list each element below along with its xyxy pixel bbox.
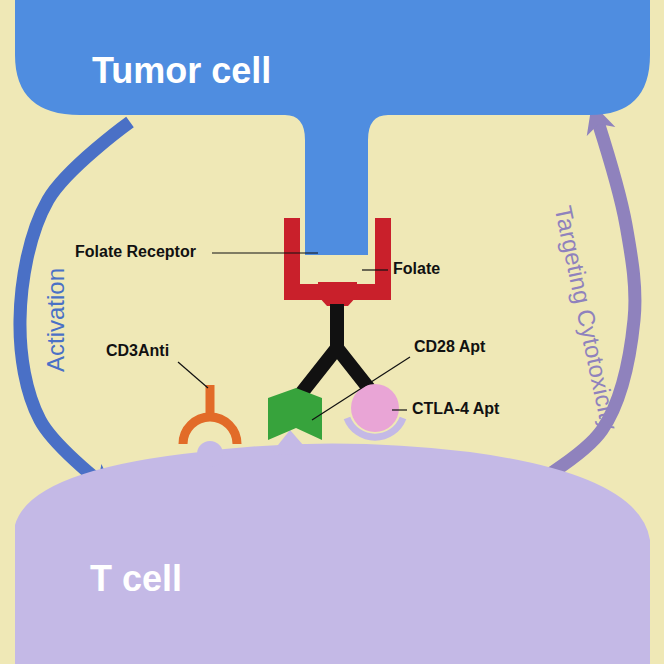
ctla4-aptamer bbox=[351, 384, 399, 432]
cd28-aptamer bbox=[268, 388, 322, 440]
cell-outline bbox=[0, 430, 664, 664]
aptamer-label: CTLA-4 Apt bbox=[412, 400, 499, 418]
aptamer-label: CD28 Apt bbox=[414, 338, 485, 356]
leader-lines bbox=[178, 253, 410, 420]
receptor-label: Folate Receptor bbox=[75, 243, 196, 261]
cycle-arrow bbox=[520, 122, 635, 492]
cell-body bbox=[15, 444, 650, 664]
arrow-label: Activation bbox=[42, 268, 70, 372]
antibody-label: CD3Anti bbox=[106, 342, 169, 360]
cycle-arrow bbox=[20, 122, 130, 482]
ligand-label: Folate bbox=[393, 260, 440, 278]
cell-label: Tumor cell bbox=[92, 50, 271, 92]
cell-label: T cell bbox=[90, 558, 182, 600]
cd3-antibody bbox=[206, 385, 215, 414]
arrow-label: Targeting Cytotoxicity bbox=[549, 204, 624, 433]
cd3-antibody bbox=[183, 417, 237, 444]
cd3-receptor bbox=[197, 441, 223, 467]
t-cell: T cell bbox=[0, 430, 664, 664]
folate bbox=[318, 282, 357, 306]
